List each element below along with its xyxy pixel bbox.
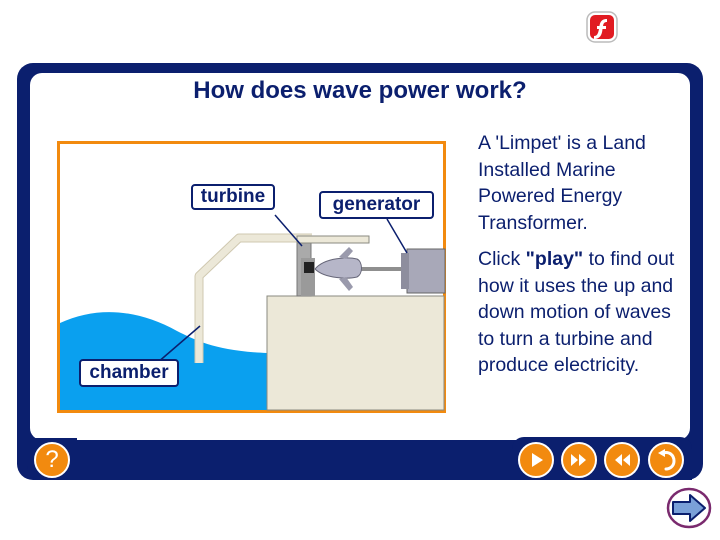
limpet-diagram: turbine generator chamber <box>57 141 446 413</box>
description: A 'Limpet' is a Land Installed Marine Po… <box>478 130 688 389</box>
help-button[interactable]: ? <box>34 442 70 478</box>
page-title: How does wave power work? <box>193 77 527 104</box>
play-keyword: "play" <box>525 248 584 270</box>
rewind-icon <box>615 454 630 466</box>
description-intro: A 'Limpet' is a Land Installed Marine Po… <box>478 132 646 234</box>
generator-label: generator <box>319 191 434 219</box>
next-page-button[interactable] <box>666 487 712 529</box>
description-instructions: Click "play" to find out how it uses the… <box>478 248 675 376</box>
fast-forward-icon <box>571 454 586 466</box>
help-icon: ? <box>45 446 59 473</box>
play-icon <box>532 453 543 467</box>
turbine-label: turbine <box>191 184 275 210</box>
chamber-label: chamber <box>79 359 179 387</box>
rewind-button[interactable] <box>604 442 640 478</box>
fast-forward-button[interactable] <box>561 442 597 478</box>
next-arrow-icon <box>666 487 712 529</box>
replay-button[interactable] <box>648 442 684 478</box>
replay-icon <box>658 449 676 471</box>
play-button[interactable] <box>518 442 554 478</box>
flash-icon <box>586 11 618 43</box>
